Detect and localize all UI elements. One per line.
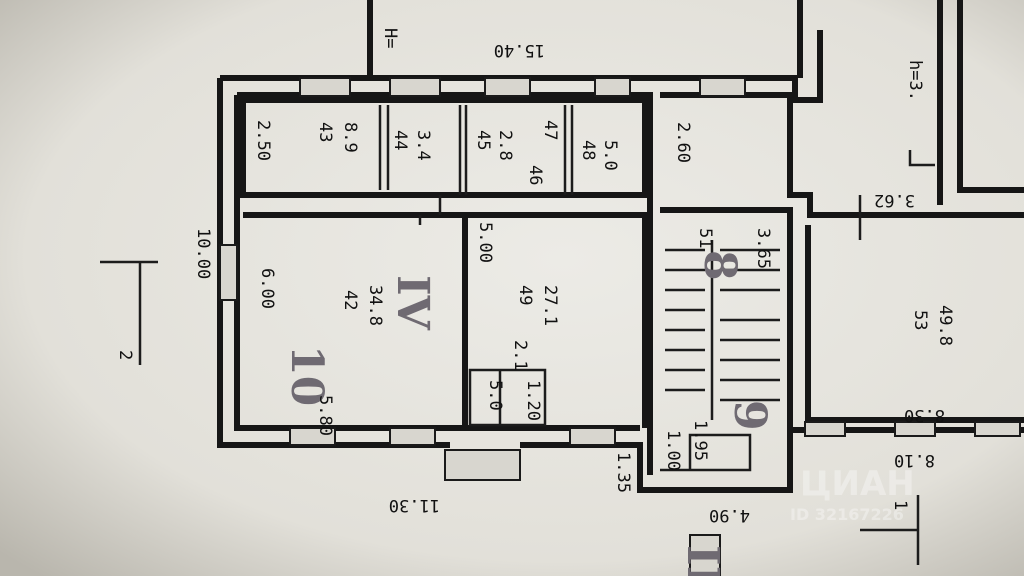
- room-53-number: 53: [910, 310, 930, 330]
- section-label-iv: IV: [387, 275, 438, 331]
- room-labels: 2.50 43 8.9 44 3.4 45 2.8 46 47 48 5.0 2…: [193, 28, 955, 576]
- room-44-area: 3.4: [413, 130, 433, 161]
- room-47-number: 47: [540, 120, 560, 140]
- section-mark-1: 1: [860, 495, 920, 565]
- number-9: 9: [724, 400, 775, 431]
- partitions: [378, 105, 935, 472]
- room-44-number: 44: [390, 130, 410, 150]
- dim-5-0: 5.0: [485, 380, 505, 411]
- dim-8-10: 8.10: [894, 450, 935, 470]
- dim-6-00: 6.00: [257, 268, 277, 309]
- staircase: [665, 240, 780, 420]
- dim-11-30: 11.30: [389, 495, 440, 515]
- room-53-area: 49.8: [935, 305, 955, 346]
- dim-5-80: 5.80: [315, 395, 335, 436]
- height-right: h=3.: [905, 60, 925, 101]
- watermark: ЦИАН ID 32167226: [790, 464, 915, 524]
- windows: [219, 77, 1021, 576]
- watermark-id: ID 32167226: [790, 505, 904, 524]
- dim-1-35: 1.35: [613, 452, 633, 493]
- dim-3-65: 3.65: [753, 228, 773, 269]
- room-49-area: 27.1: [540, 285, 560, 326]
- dim-15-40: 15.40: [494, 40, 545, 60]
- room-51-number: 51: [695, 228, 715, 248]
- room-42-number: 42: [340, 290, 360, 310]
- room-49-number: 49: [515, 285, 535, 305]
- dim-8-30: 8.30: [904, 405, 945, 425]
- dim-2-50: 2.50: [253, 120, 273, 161]
- cut-label-1: 1: [890, 500, 910, 510]
- number-8: 8: [694, 250, 745, 281]
- roman-ii: II: [677, 545, 728, 576]
- room-48-number: 48: [578, 140, 598, 160]
- dim-4-90: 4.90: [709, 505, 750, 525]
- dim-1-95: 1.95: [690, 420, 710, 461]
- height-top: H=: [380, 28, 400, 48]
- dim-1-00: 1.00: [663, 430, 683, 471]
- watermark-brand: ЦИАН: [800, 464, 915, 504]
- cut-label-2: 2: [115, 350, 135, 360]
- dim-3-62: 3.62: [874, 190, 915, 210]
- room-43-area: 8.9: [340, 122, 360, 153]
- section-mark-2: 2: [100, 260, 158, 365]
- walls: [217, 0, 1024, 493]
- room-48-area: 5.0: [600, 140, 620, 171]
- number-10: 10: [281, 345, 332, 406]
- dim-2-60: 2.60: [673, 122, 693, 163]
- room-46-number: 46: [525, 165, 545, 185]
- room-45-area: 2.8: [495, 130, 515, 161]
- dim-1-20: 1.20: [523, 380, 543, 421]
- dim-10-00: 10.00: [193, 228, 213, 279]
- room-43-number: 43: [315, 122, 335, 142]
- room-45-number: 45: [473, 130, 493, 150]
- dim-2-1: 2.1: [510, 340, 530, 371]
- dim-5-00: 5.00: [475, 222, 495, 263]
- room-42-area: 34.8: [365, 285, 385, 326]
